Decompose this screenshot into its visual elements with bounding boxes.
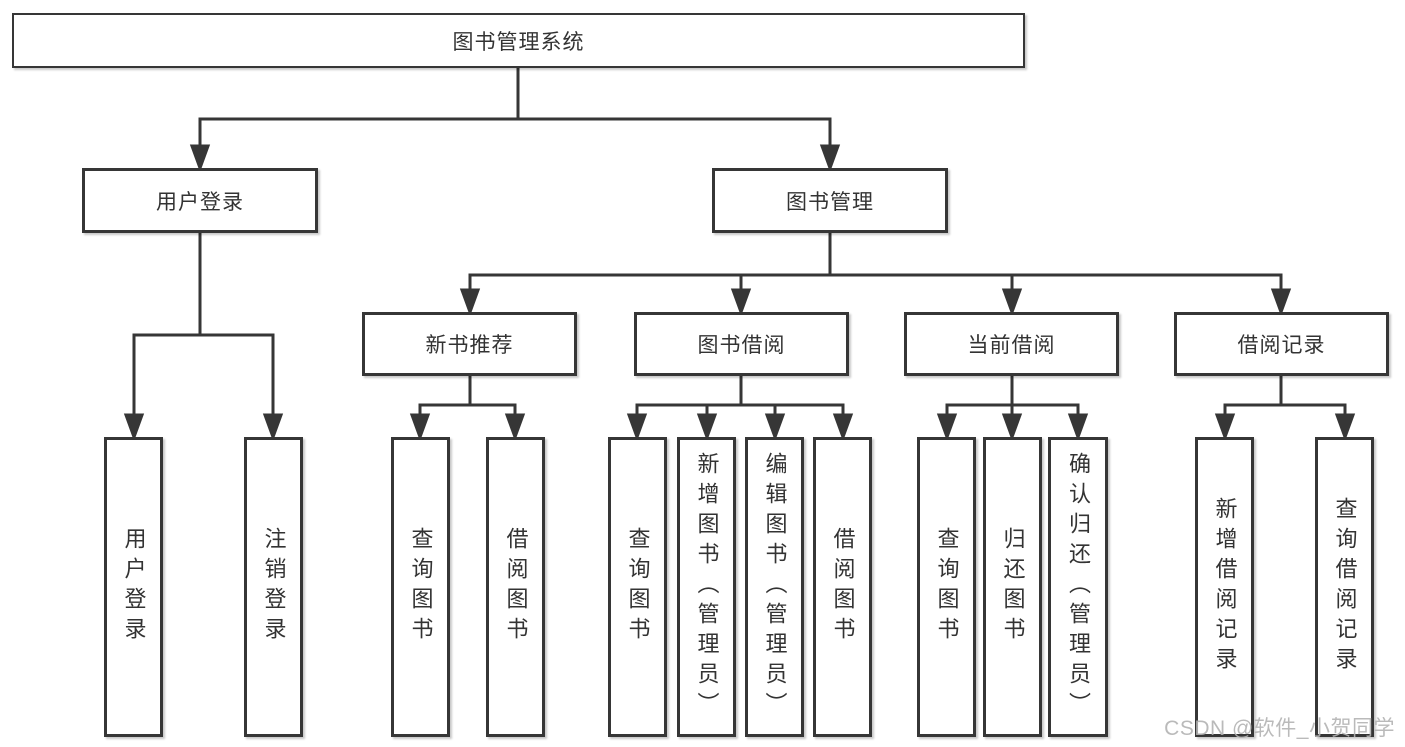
leaf-borrow-books-recommend: 借阅图书: [486, 437, 545, 737]
leaf-search-books-borrow: 查询图书: [608, 437, 667, 737]
leaf-edit-books-admin: 编辑图书（管理员）: [745, 437, 804, 737]
leaf-logout: 注销登录: [244, 437, 303, 737]
node-label: 查询图书: [625, 527, 651, 647]
node-current-borrow: 当前借阅: [904, 312, 1119, 376]
node-label: 查询图书: [934, 527, 960, 647]
leaf-confirm-return-admin: 确认归还（管理员）: [1048, 437, 1108, 737]
node-label: 新书推荐: [425, 334, 514, 357]
node-new-book-recommend: 新书推荐: [362, 312, 577, 376]
node-label: 确认归还（管理员）: [1066, 452, 1091, 722]
node-label: 注销登录: [261, 527, 287, 647]
node-label: 借阅图书: [830, 527, 856, 647]
node-label: 编辑图书（管理员）: [762, 452, 788, 722]
node-label: 借阅图书: [503, 527, 529, 647]
node-book-management: 图书管理: [712, 168, 948, 233]
node-label: 用户登录: [156, 190, 244, 214]
node-label: 当前借阅: [967, 334, 1056, 357]
node-label: 图书借阅: [697, 334, 786, 357]
leaf-search-books-recommend: 查询图书: [391, 437, 450, 737]
node-label: 查询图书: [408, 527, 434, 647]
node-label: 新增借阅记录: [1212, 497, 1238, 677]
node-label: 图书管理: [786, 190, 874, 214]
node-label: 新增图书（管理员）: [694, 452, 720, 722]
node-label: 查询借阅记录: [1332, 497, 1358, 677]
node-book-borrow: 图书借阅: [634, 312, 849, 376]
leaf-search-borrow-record: 查询借阅记录: [1315, 437, 1374, 737]
node-label: 用户登录: [121, 527, 147, 647]
node-label: 借阅记录: [1237, 334, 1326, 357]
node-label: 图书管理系统: [452, 30, 585, 54]
node-borrow-records: 借阅记录: [1174, 312, 1389, 376]
node-label: 归还图书: [1000, 527, 1026, 647]
leaf-search-books-current: 查询图书: [917, 437, 976, 737]
leaf-add-borrow-record: 新增借阅记录: [1195, 437, 1254, 737]
leaf-user-login: 用户登录: [104, 437, 163, 737]
node-user-login: 用户登录: [82, 168, 318, 233]
csdn-watermark: CSDN @软件_小贺同学: [1164, 717, 1395, 740]
leaf-add-books-admin: 新增图书（管理员）: [677, 437, 736, 737]
leaf-borrow-books: 借阅图书: [813, 437, 872, 737]
node-book-management-system: 图书管理系统: [12, 13, 1025, 68]
leaf-return-books: 归还图书: [983, 437, 1042, 737]
